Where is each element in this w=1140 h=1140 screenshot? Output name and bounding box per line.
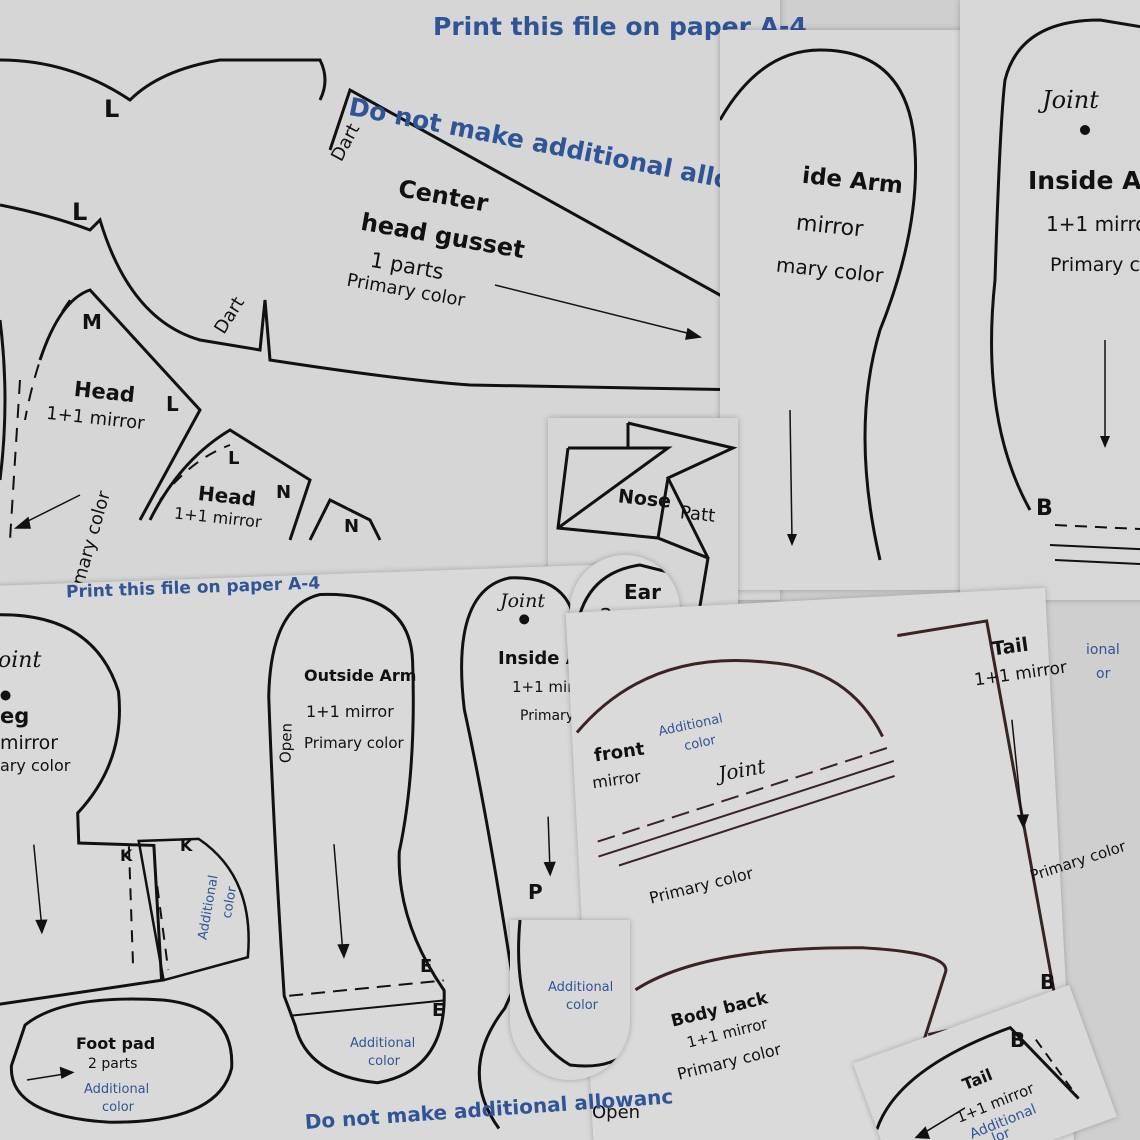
mark-k-2: K (180, 836, 193, 855)
mark-e-1: E (420, 956, 433, 977)
inside-arm-right-lines (990, 18, 1140, 566)
foot-pad-parts: 2 parts (88, 1056, 138, 1072)
mark-l-1: L (104, 95, 120, 123)
inside-arm-mid-joint: Joint (500, 590, 546, 612)
pad-add: Additional (548, 980, 614, 995)
mark-l-3: L (166, 392, 179, 416)
mark-m: M (82, 310, 102, 334)
inside-arm-mid-title: Inside A (498, 648, 580, 669)
tail-1-fragment: ional (1086, 642, 1120, 658)
mark-p-1: P (528, 880, 543, 904)
outside-arm-color: Primary color (304, 734, 404, 752)
foot-pad-add-2: color (102, 1100, 135, 1115)
outside-arm-open: Open (276, 722, 296, 764)
mark-b-tail-1: B (1040, 970, 1056, 994)
mark-n-1: N (276, 482, 292, 503)
pad-add-2: color (566, 998, 599, 1013)
leg-title: eg (0, 704, 30, 728)
foot-pad-add: Additional (84, 1082, 150, 1097)
mark-l-2: L (72, 198, 88, 226)
inside-arm-mid-parts: 1+1 mirr (512, 678, 580, 696)
body-back-open: Open (592, 1102, 641, 1123)
tail-1-fragment-2: or (1096, 666, 1111, 682)
nose-lines (556, 421, 738, 618)
pattern-sheet-inside-arm-right (960, 0, 1140, 600)
inside-arm-mid-color: Primary (520, 708, 575, 724)
pattern-sheet-pad (510, 920, 630, 1080)
inside-arm-lines (720, 48, 918, 561)
mark-k-1: K (120, 846, 133, 865)
head-pattern-lines (0, 58, 767, 541)
pattern-sheet-tail-2 (852, 984, 1118, 1140)
mark-b-tail-2: B (1010, 1028, 1026, 1052)
inside-arm-right-color: Primary c (1050, 254, 1140, 276)
pattern-sheet-head (0, 0, 780, 600)
mark-n-2: N (344, 516, 360, 537)
mark-b-right: B (1036, 496, 1053, 521)
mark-e-2: E (432, 1000, 445, 1021)
leg-parts: mirror (0, 732, 59, 754)
nose-title-2: Patt (678, 502, 717, 527)
inside-arm-right-parts: 1+1 mirro (1046, 212, 1140, 236)
ear-title: Ear (624, 580, 662, 604)
foot-pad-title: Foot pad (76, 1034, 156, 1053)
outside-arm-parts: 1+1 mirror (306, 702, 394, 721)
pad-lines (517, 920, 630, 1068)
leg-pattern-lines (0, 576, 596, 1130)
outside-arm-add-2: color (368, 1054, 401, 1069)
outside-arm-add: Additional (350, 1036, 416, 1051)
pattern-sheet-leg (0, 563, 651, 1140)
inside-arm-right-title: Inside A (1028, 166, 1140, 195)
tail-2-lines (875, 1025, 1080, 1139)
leg-joint: oint (0, 648, 42, 673)
leg-color: ary color (0, 756, 71, 775)
mark-l-4: L (228, 448, 240, 469)
pattern-sheet-inside-arm (720, 30, 980, 590)
joint-label-right: Joint (1042, 86, 1099, 114)
outside-arm-title: Outside Arm (304, 666, 417, 685)
